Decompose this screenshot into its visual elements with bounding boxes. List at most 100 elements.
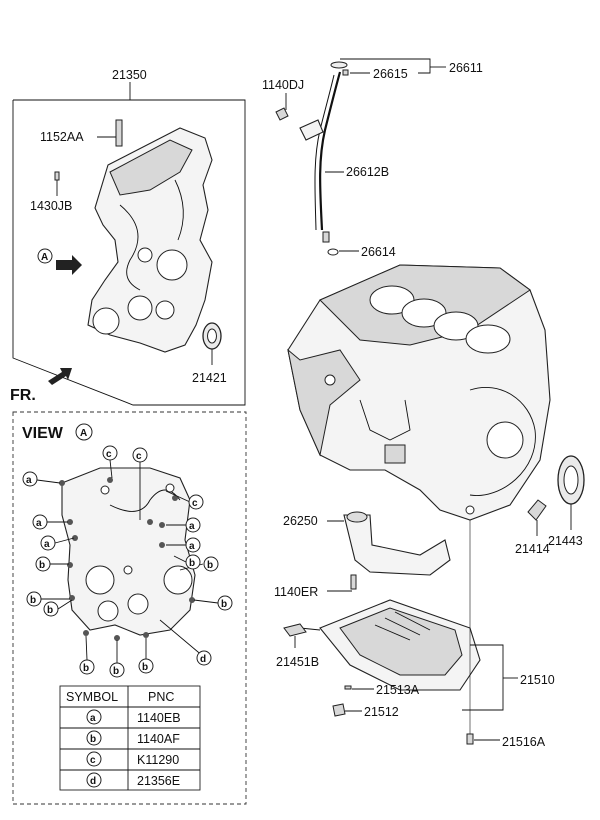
oil-pickup-boss: [384, 444, 406, 464]
timing-cover-group: 21350 1152AA 1430JB A 21421: [12, 68, 246, 406]
callouts: a a a a a c c c c b b b b b b b b b d: [22, 445, 233, 678]
front-direction: FR.: [10, 368, 72, 404]
legend-symbol: b: [90, 734, 96, 745]
callout-b-letter: b: [39, 560, 45, 571]
plate-21414: [527, 499, 547, 521]
legend-pnc: 1140EB: [137, 711, 181, 725]
view-a-panel: VIEW A: [12, 411, 247, 805]
label-26615: 26615: [373, 67, 408, 81]
drain-plug-21512: [332, 703, 346, 717]
label-21516A: 21516A: [502, 735, 546, 749]
legend-header-symbol: SYMBOL: [66, 690, 118, 704]
front-arrow-icon: [48, 368, 72, 385]
o-ring-26614: [327, 248, 339, 256]
cover-upper-recess: [109, 139, 193, 196]
callout-b-letter: b: [189, 558, 195, 569]
label-1152AA: 1152AA: [40, 130, 84, 144]
callout-b-letter: b: [30, 595, 36, 606]
crank-seal-bore: [92, 307, 120, 335]
legend-pnc: 1140AF: [137, 732, 180, 746]
callout-b-letter: b: [47, 605, 53, 616]
callout-d: [196, 650, 212, 666]
block-left-face: [287, 348, 361, 457]
legend-pnc: K11290: [137, 753, 179, 767]
callout-b-letter: b: [83, 663, 89, 674]
label-1430JB: 1430JB: [30, 199, 72, 213]
legend-symbol: c: [90, 755, 96, 766]
pin-1430JB: [54, 171, 60, 181]
label-21443: 21443: [548, 534, 583, 548]
oil-strainer-26250: [343, 514, 451, 576]
group-bracket-21350: [12, 99, 246, 406]
callout-a: [22, 471, 38, 487]
crank-bore-rear: [486, 421, 524, 459]
callout-a-letter: a: [189, 521, 195, 532]
callout-b: [138, 658, 154, 674]
o-ring-26615: [342, 69, 349, 76]
bolt-1140DJ: [275, 107, 289, 121]
callout-a: [185, 537, 201, 553]
cover-bore-low: [127, 295, 153, 321]
label-21350: 21350: [112, 68, 147, 82]
label-26612B: 26612B: [346, 165, 389, 179]
legend-symbol: d: [90, 776, 96, 787]
rear-seal-group: 21443 21414: [515, 455, 585, 556]
front-label: FR.: [10, 387, 36, 404]
cover-bore-mid: [155, 300, 175, 320]
callout-b: [203, 556, 219, 572]
cover-bore-small: [137, 247, 153, 263]
callout-c: [188, 494, 204, 510]
label-21512: 21512: [364, 705, 399, 719]
callout-d-letter: d: [200, 654, 206, 665]
bolt-1152AA: [115, 119, 123, 147]
callout-c-letter: c: [136, 451, 142, 462]
tube-bracket: [299, 119, 324, 141]
callout-a-letter: a: [189, 541, 195, 552]
callout-a: [32, 514, 48, 530]
callout-b-letter: b: [221, 599, 227, 610]
view-a-frame: [12, 411, 247, 805]
label-26614: 26614: [361, 245, 396, 259]
tube-end: [322, 231, 330, 243]
callout-b: [185, 554, 201, 570]
cylinder-bore-4: [465, 324, 511, 354]
legend-header-pnc: PNC: [148, 690, 174, 704]
view-title-marker-letter: A: [80, 428, 87, 439]
gasket-21513A: [344, 685, 352, 690]
view-title: VIEW: [22, 425, 64, 442]
view-a-arrow-icon: [56, 255, 82, 275]
view-a-marker-letter: A: [41, 252, 48, 263]
label-21421: 21421: [192, 371, 227, 385]
label-21451B: 21451B: [276, 655, 319, 669]
label-26611: 26611: [449, 61, 483, 75]
callout-c-letter: c: [192, 498, 198, 509]
callout-a-letter: a: [36, 518, 42, 529]
callout-b: [35, 556, 51, 572]
cylinder-block: [287, 264, 551, 521]
callout-c-letter: c: [106, 449, 112, 460]
callout-c: [102, 445, 118, 461]
callout-b-letter: b: [142, 662, 148, 673]
oil-pan-group: 21451B 21513A 21512 21510 21516A: [276, 520, 555, 749]
callout-b-letter: b: [113, 666, 119, 677]
callout-a-letter: a: [44, 539, 50, 550]
oil-strainer-group: 26250: [283, 511, 451, 576]
cover-bore-right: [156, 249, 188, 281]
callout-b-letter: b: [207, 560, 213, 571]
callout-b: [26, 591, 42, 607]
callout-b: [43, 601, 59, 617]
callout-a-letter: a: [26, 475, 32, 486]
label-1140DJ: 1140DJ: [262, 78, 304, 92]
view-a-cover: [61, 467, 196, 636]
bolt-1140ER-group: 1140ER: [274, 574, 357, 599]
legend-pnc: 21356E: [137, 774, 180, 788]
callout-a: [40, 535, 56, 551]
callout-c: [132, 447, 148, 463]
label-21510: 21510: [520, 673, 555, 687]
callout-a: [185, 517, 201, 533]
view-a-marker-icon: [37, 248, 53, 264]
label-21513A: 21513A: [376, 683, 420, 697]
legend-symbol: a: [90, 713, 96, 724]
label-1140ER: 1140ER: [274, 585, 318, 599]
